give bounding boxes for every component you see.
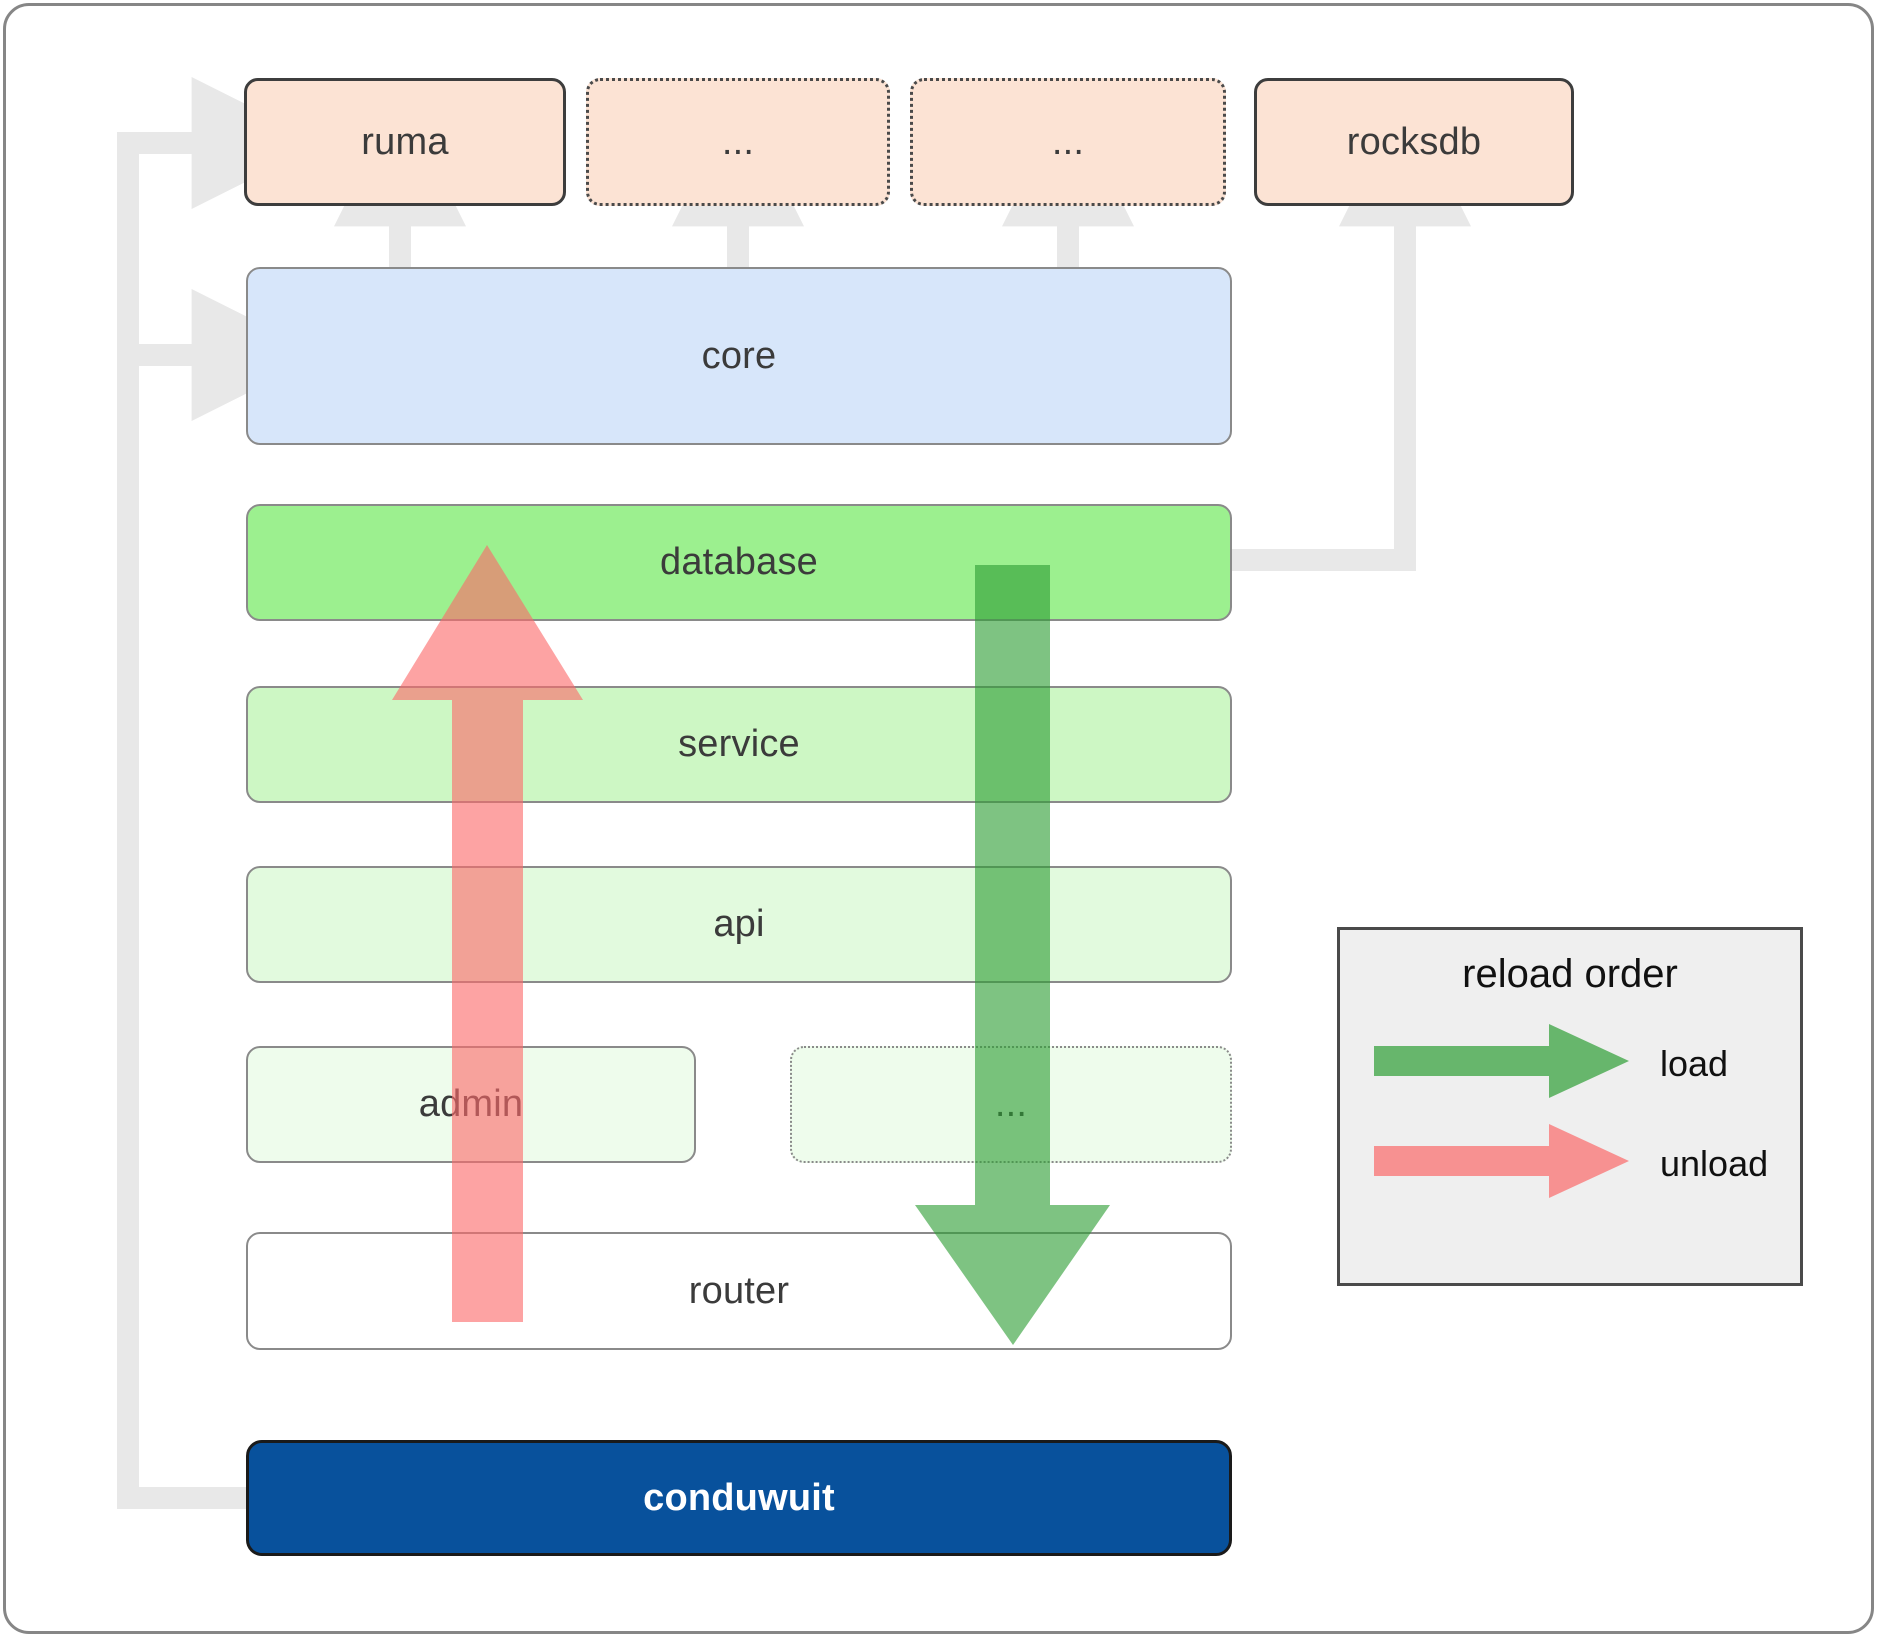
node-ruma[interactable]: ruma [244, 78, 566, 206]
node-core-label: core [701, 334, 777, 377]
node-api[interactable]: api [246, 866, 1232, 983]
legend-arrow-unload [1374, 1124, 1629, 1198]
node-ellipsis-3-label: ... [994, 1083, 1028, 1125]
node-ellipsis-1[interactable]: ... [586, 78, 890, 206]
legend-box: reload order load unload [1337, 927, 1803, 1286]
node-service[interactable]: service [246, 686, 1232, 803]
node-conduwuit[interactable]: conduwuit [246, 1440, 1232, 1556]
legend-arrow-load [1374, 1024, 1629, 1098]
diagram-frame [3, 3, 1874, 1634]
node-admin[interactable]: admin [246, 1046, 696, 1163]
node-conduwuit-label: conduwuit [643, 1476, 835, 1519]
legend-label-unload: unload [1660, 1143, 1769, 1184]
node-ellipsis-3[interactable]: ... [790, 1046, 1232, 1163]
node-ellipsis-2-label: ... [1051, 120, 1085, 163]
node-admin-label: admin [418, 1083, 524, 1125]
node-database-label: database [660, 541, 818, 583]
node-router-label: router [688, 1269, 790, 1312]
node-database[interactable]: database [246, 504, 1232, 621]
legend-title: reload order [1462, 952, 1678, 996]
legend-label-load: load [1660, 1043, 1729, 1084]
node-rocksdb[interactable]: rocksdb [1254, 78, 1574, 206]
node-api-label: api [713, 903, 765, 945]
node-ruma-label: ruma [361, 120, 449, 163]
node-router[interactable]: router [246, 1232, 1232, 1350]
node-rocksdb-label: rocksdb [1346, 120, 1482, 163]
node-service-label: service [678, 723, 800, 765]
node-core[interactable]: core [246, 267, 1232, 445]
node-ellipsis-1-label: ... [721, 120, 755, 163]
node-ellipsis-2[interactable]: ... [910, 78, 1226, 206]
